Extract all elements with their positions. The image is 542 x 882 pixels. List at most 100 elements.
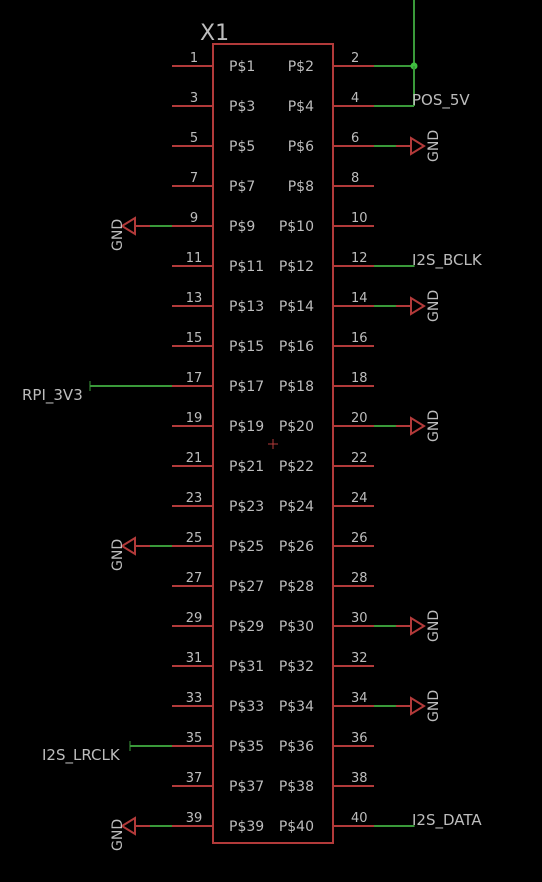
pin-label: P$20 (279, 419, 314, 435)
pin-label: P$11 (229, 259, 264, 275)
pin-label: P$25 (229, 539, 264, 555)
pin-label: P$14 (279, 299, 314, 315)
pin-number: 4 (351, 91, 359, 106)
pin-32[interactable]: 32P$32 (279, 651, 374, 675)
pin-3[interactable]: 3P$3 (172, 91, 255, 115)
pin-number: 18 (351, 371, 368, 386)
pin-number: 40 (351, 811, 368, 826)
pin-label: P$2 (288, 59, 314, 75)
pin-26[interactable]: 26P$26 (279, 531, 374, 555)
pin-33[interactable]: 33P$33 (172, 691, 264, 715)
pin-number: 12 (351, 251, 368, 266)
gnd-triangle-icon (410, 696, 426, 716)
pin-number: 31 (186, 651, 203, 666)
pin-label: P$16 (279, 339, 314, 355)
pin-11[interactable]: 11P$11 (172, 251, 264, 275)
pin-19[interactable]: 19P$19 (172, 411, 264, 435)
gnd-triangle-icon (120, 536, 136, 556)
gnd-symbol-right: GND (374, 610, 442, 642)
pin-34[interactable]: 34P$34 (279, 691, 374, 715)
pin-number: 2 (351, 51, 359, 66)
pin-label: P$18 (279, 379, 314, 395)
pin-number: 24 (351, 491, 368, 506)
pin-37[interactable]: 37P$37 (172, 771, 264, 795)
pin-number: 5 (190, 131, 198, 146)
pin-label: P$5 (229, 139, 255, 155)
pin-number: 29 (186, 611, 203, 626)
gnd-net-label: GND (426, 290, 442, 322)
pin-16[interactable]: 16P$16 (279, 331, 374, 355)
pin-label: P$31 (229, 659, 264, 675)
pin-label: P$8 (288, 179, 314, 195)
pin-label: P$22 (279, 459, 314, 475)
pin-number: 20 (351, 411, 368, 426)
pin-24[interactable]: 24P$24 (279, 491, 374, 515)
pin-label: P$3 (229, 99, 255, 115)
pin-12[interactable]: 12P$12 (279, 251, 374, 275)
pin-30[interactable]: 30P$30 (279, 611, 374, 635)
pin-39[interactable]: 39P$39 (172, 811, 264, 835)
pin-18[interactable]: 18P$18 (279, 371, 374, 395)
pin-28[interactable]: 28P$28 (279, 571, 374, 595)
pin-10[interactable]: 10P$10 (279, 211, 374, 235)
pin-label: P$12 (279, 259, 314, 275)
pin-14[interactable]: 14P$14 (279, 291, 374, 315)
pin-number: 15 (186, 331, 203, 346)
gnd-triangle-icon (410, 136, 426, 156)
pin-15[interactable]: 15P$15 (172, 331, 264, 355)
pin-31[interactable]: 31P$31 (172, 651, 264, 675)
pin-label: P$17 (229, 379, 264, 395)
pin-38[interactable]: 38P$38 (279, 771, 374, 795)
pin-label: P$38 (279, 779, 314, 795)
pin-number: 10 (351, 211, 368, 226)
pin-label: P$15 (229, 339, 264, 355)
pin-20[interactable]: 20P$20 (279, 411, 374, 435)
pin-number: 33 (186, 691, 203, 706)
pin-4[interactable]: 4P$4 (288, 91, 374, 115)
pin-13[interactable]: 13P$13 (172, 291, 264, 315)
pin-1[interactable]: 1P$1 (172, 51, 255, 75)
pin-8[interactable]: 8P$8 (288, 171, 374, 195)
pin-21[interactable]: 21P$21 (172, 451, 264, 475)
pin-number: 30 (351, 611, 368, 626)
pin-25[interactable]: 25P$25 (172, 531, 264, 555)
pin-6[interactable]: 6P$6 (288, 131, 374, 155)
pin-label: P$35 (229, 739, 264, 755)
pin-number: 39 (186, 811, 203, 826)
pin-label: P$9 (229, 219, 255, 235)
gnd-net-label: GND (426, 690, 442, 722)
part-designator: X1 (200, 21, 229, 46)
pin-36[interactable]: 36P$36 (279, 731, 374, 755)
pin-7[interactable]: 7P$7 (172, 171, 255, 195)
gnd-triangle-icon (410, 416, 426, 436)
pin-number: 34 (351, 691, 368, 706)
pin-9[interactable]: 9P$9 (172, 211, 255, 235)
pin-number: 25 (186, 531, 203, 546)
pin-23[interactable]: 23P$23 (172, 491, 264, 515)
origin-marker (268, 439, 278, 449)
connector-body[interactable] (212, 43, 334, 844)
pin-number: 37 (186, 771, 203, 786)
pin-2[interactable]: 2P$2 (288, 51, 374, 75)
pin-label: P$10 (279, 219, 314, 235)
pin-number: 23 (186, 491, 203, 506)
pin-number: 19 (186, 411, 203, 426)
pin-label: P$4 (288, 99, 314, 115)
pin-35[interactable]: 35P$35 (172, 731, 264, 755)
net-label-i2s-bclk: I2S_BCLK (412, 251, 483, 270)
pin-label: P$39 (229, 819, 264, 835)
pin-17[interactable]: 17P$17 (172, 371, 264, 395)
pin-22[interactable]: 22P$22 (279, 451, 374, 475)
gnd-symbol-left: GND (110, 216, 172, 251)
pin-number: 6 (351, 131, 359, 146)
pin-27[interactable]: 27P$27 (172, 571, 264, 595)
pin-29[interactable]: 29P$29 (172, 611, 264, 635)
pin-label: P$34 (279, 699, 314, 715)
pin-label: P$7 (229, 179, 255, 195)
gnd-symbol-right: GND (374, 410, 442, 442)
pin-5[interactable]: 5P$5 (172, 131, 255, 155)
pin-label: P$37 (229, 779, 264, 795)
pin-40[interactable]: 40P$40 (279, 811, 374, 835)
pin-number: 11 (186, 251, 203, 266)
